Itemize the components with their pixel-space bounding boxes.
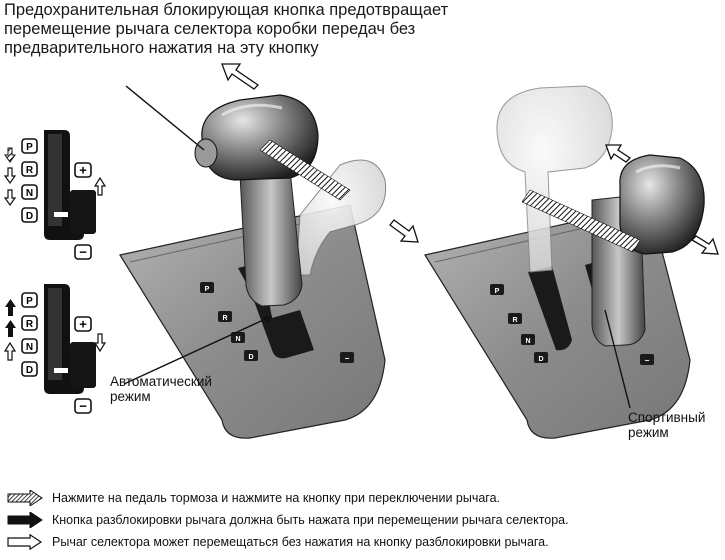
outline-arrow-upleft-icon	[221, 63, 260, 90]
console-right-p: P	[495, 288, 500, 295]
solid-arrow-icon	[7, 512, 43, 528]
legend-item-solid: Кнопка разблокировки рычага должна быть …	[6, 510, 569, 530]
gate-upper-plus: +	[79, 163, 87, 178]
outline-arrow-downright-icon	[389, 219, 419, 243]
gate-lower-plus: +	[79, 317, 87, 332]
auto-mode-pointer	[123, 315, 273, 385]
console-right-n: N	[525, 338, 530, 345]
gate-schematic-upper: P R N D + −	[3, 130, 107, 260]
gate-slot-upper	[44, 130, 96, 240]
gate-upper-p: P	[26, 142, 33, 153]
release-button-pointer	[125, 85, 205, 151]
console-right-d: D	[538, 356, 543, 363]
legend-item-hatched: Нажмите на педаль тормоза и нажмите на к…	[6, 488, 500, 508]
gate-lower-r: R	[26, 319, 34, 330]
gate-upper-r: R	[26, 165, 34, 176]
lever-right	[521, 154, 705, 347]
gate-upper-minus: −	[79, 245, 87, 260]
legend-text-outline: Рычаг селектора может перемещаться без н…	[52, 535, 549, 549]
legend-text-solid: Кнопка разблокировки рычага должна быть …	[52, 513, 569, 527]
console-left-d: D	[248, 354, 253, 361]
hatched-arrow-icon	[7, 490, 43, 506]
gate-upper-d: D	[26, 211, 33, 222]
position-boxes-lower: P R N D	[21, 292, 38, 377]
legend-item-outline: Рычаг селектора может перемещаться без н…	[6, 532, 549, 552]
down-outline-arrow-icon	[93, 333, 107, 353]
lever-left	[194, 94, 351, 307]
outline-arrow-down-right-right-icon	[690, 235, 719, 255]
up-outline-arrow-icon	[93, 176, 107, 196]
gate-schematic-lower: P R N D + −	[3, 284, 107, 414]
console-left-p: P	[205, 286, 210, 293]
outline-arrow-icon	[7, 534, 43, 550]
console-left-manual: −	[345, 354, 350, 363]
console-left-r: R	[222, 315, 227, 322]
console-right-tags: P R N D −	[490, 284, 654, 365]
gate-lower-minus: −	[79, 399, 87, 414]
diagram-title: Предохранительная блокирующая кнопка пре…	[4, 1, 524, 58]
auto-mode-label-line1: Автоматический	[110, 374, 212, 389]
plus-minus-upper: + −	[74, 162, 92, 260]
gate-slot-lower	[44, 284, 96, 394]
up-solid-arrow-icon	[5, 299, 16, 337]
down-outline-arrow-icon	[3, 167, 17, 207]
console-right-manual: −	[645, 356, 650, 365]
gate-lower-d: D	[26, 365, 33, 376]
outline-arrow-up-right-icon	[605, 144, 632, 163]
console-right-r: R	[512, 317, 517, 324]
console-left-tags: P R N D −	[200, 282, 354, 363]
sport-mode-label-line2: режим	[628, 425, 669, 440]
position-boxes-upper: P R N D	[21, 138, 38, 223]
sport-mode-label: Спортивный режим	[628, 410, 705, 440]
gate-lower-p: P	[26, 296, 33, 307]
sport-mode-pointer	[604, 309, 631, 409]
plus-minus-lower: + −	[74, 316, 92, 414]
gate-lower-n: N	[26, 342, 33, 353]
title-line-2: перемещение рычага селектора коробки пер…	[4, 20, 416, 38]
console-left-n: N	[235, 336, 240, 343]
down-hatched-arrow-icon	[4, 147, 16, 163]
legend-text-hatched: Нажмите на педаль тормоза и нажмите на к…	[52, 491, 501, 505]
up-outline-arrow-icon	[3, 341, 17, 361]
auto-mode-label-line2: режим	[110, 389, 151, 404]
lever-left-ghost	[295, 159, 387, 276]
gate-upper-n: N	[26, 188, 33, 199]
auto-mode-label: Автоматический режим	[110, 374, 212, 404]
lever-right-ghost	[496, 85, 613, 273]
sport-mode-label-line1: Спортивный	[628, 410, 706, 425]
title-line-3: предварительного нажатия на эту кнопку	[4, 39, 319, 57]
title-line-1: Предохранительная блокирующая кнопка пре…	[4, 1, 449, 19]
